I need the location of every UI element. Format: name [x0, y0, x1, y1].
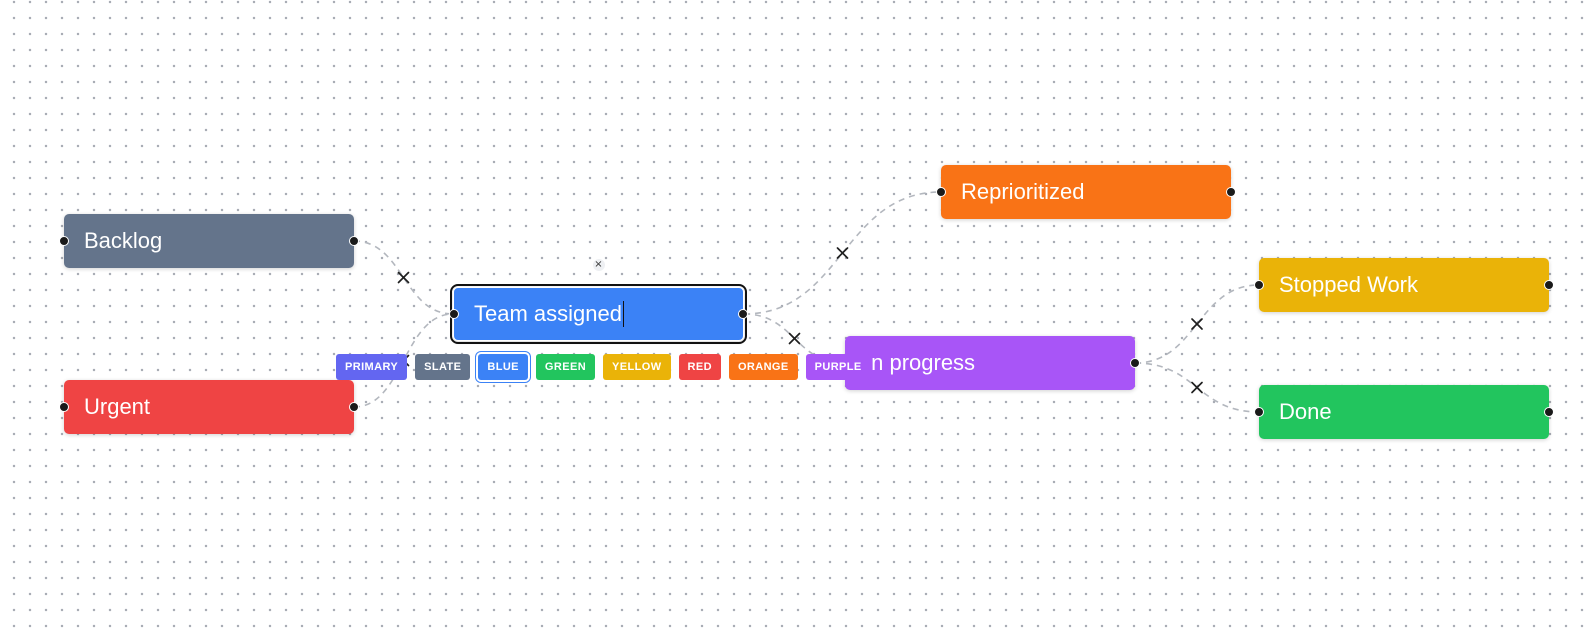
node-reprioritized[interactable]: Reprioritized	[936, 165, 1236, 219]
node-team-assigned[interactable]: Team assigned	[449, 284, 748, 344]
node-delete-icon[interactable]: ×	[592, 259, 605, 271]
edge-delete-icon[interactable]	[1189, 380, 1205, 396]
node-label: Stopped Work	[1279, 272, 1419, 297]
color-chip-yellow[interactable]: YELLOW	[603, 354, 671, 380]
output-handle[interactable]	[738, 309, 748, 319]
node-in-progress[interactable]: In progress	[840, 336, 1140, 390]
color-chip-green[interactable]: GREEN	[535, 354, 596, 380]
text-cursor	[622, 301, 625, 327]
output-handle[interactable]	[1544, 280, 1554, 290]
color-palette: PRIMARY SLATE BLUE GREEN YELLOW RED ORANGE PURP…	[336, 354, 871, 380]
node-label: Backlog	[84, 228, 163, 253]
output-handle[interactable]	[349, 402, 359, 412]
edge-delete-icon[interactable]	[835, 245, 851, 261]
input-handle[interactable]	[1254, 407, 1264, 417]
input-handle[interactable]	[59, 236, 69, 246]
edge-delete-icon[interactable]	[787, 331, 803, 347]
node-label: Done	[1279, 399, 1332, 424]
color-chip-blue[interactable]: BLUE	[478, 354, 528, 380]
output-handle[interactable]	[1226, 187, 1236, 197]
input-handle[interactable]	[1254, 280, 1264, 290]
node-backlog[interactable]: Backlog	[59, 214, 359, 268]
node-label: In progress	[865, 350, 976, 375]
input-handle[interactable]	[449, 309, 459, 319]
node-label: Urgent	[84, 394, 151, 419]
output-handle[interactable]	[1544, 407, 1554, 417]
node-label[interactable]: Team assigned	[474, 301, 622, 326]
edge-delete-icon[interactable]	[396, 270, 412, 286]
color-chip-slate[interactable]: SLATE	[415, 354, 471, 380]
node-stopped-work[interactable]: Stopped Work	[1254, 258, 1554, 312]
node-urgent[interactable]: Urgent	[59, 380, 359, 434]
input-handle[interactable]	[936, 187, 946, 197]
color-chip-orange[interactable]: ORANGE	[728, 354, 798, 380]
input-handle[interactable]	[59, 402, 69, 412]
color-chip-purple[interactable]: PURPLE	[805, 354, 871, 380]
color-chip-primary[interactable]: PRIMARY	[336, 354, 408, 380]
edge-delete-icon[interactable]	[1189, 316, 1205, 332]
output-handle[interactable]	[349, 236, 359, 246]
node-done[interactable]: Done	[1254, 385, 1554, 439]
output-handle[interactable]	[1130, 358, 1140, 368]
color-chip-red[interactable]: RED	[678, 354, 721, 380]
node-label: Reprioritized	[961, 179, 1085, 204]
